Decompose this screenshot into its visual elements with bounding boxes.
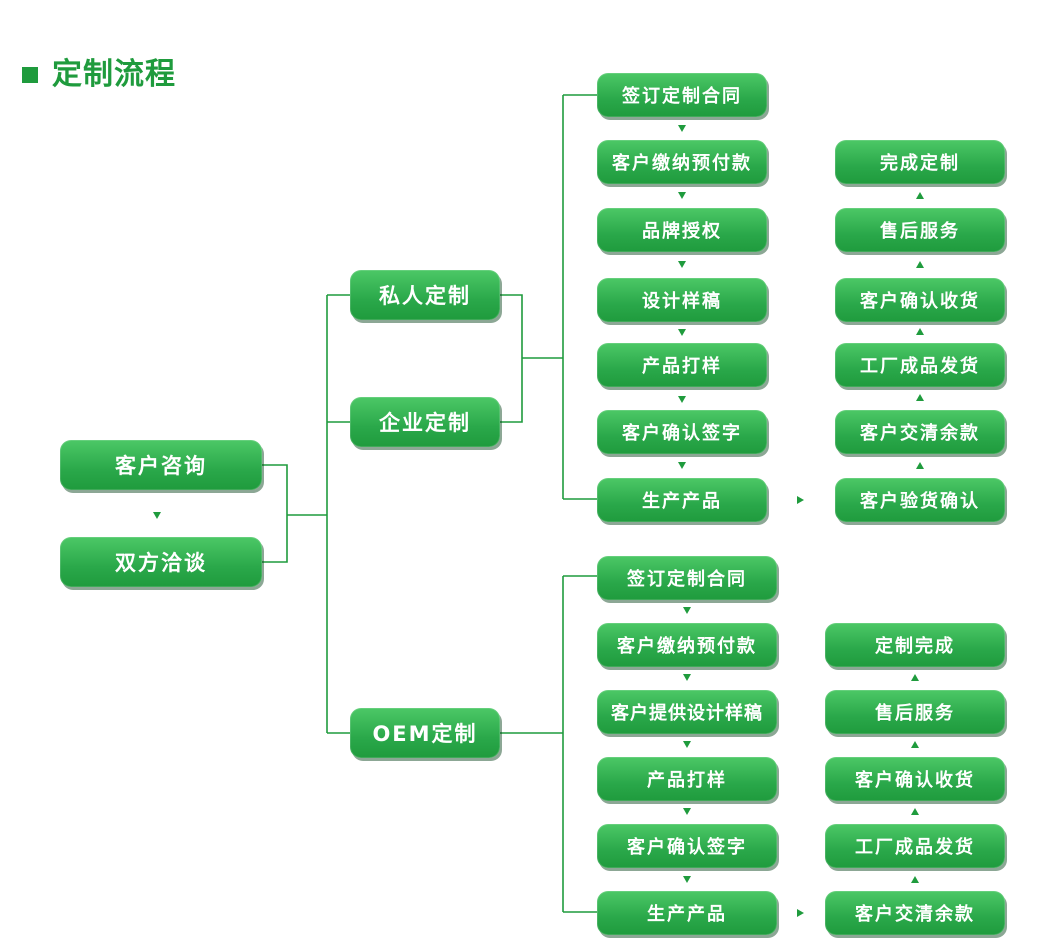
arrow-down-icon (678, 192, 686, 199)
arrow-down-icon (683, 674, 691, 681)
node-negotiation: 双方洽谈 (60, 537, 262, 587)
node-private-custom: 私人定制 (350, 270, 500, 320)
flow-b-step: 签订定制合同 (597, 556, 777, 600)
arrow-down-icon (683, 808, 691, 815)
node-oem-custom: OEM定制 (350, 708, 500, 758)
arrow-up-icon (911, 674, 919, 681)
flow-a-step: 产品打样 (597, 343, 767, 387)
arrow-down-icon (683, 741, 691, 748)
arrow-up-icon (916, 328, 924, 335)
flow-a-after-step: 客户验货确认 (835, 478, 1005, 522)
arrow-up-icon (916, 394, 924, 401)
arrow-right-icon (797, 496, 804, 504)
arrow-down-icon (678, 396, 686, 403)
arrow-up-icon (916, 261, 924, 268)
flow-a-step: 客户确认签字 (597, 410, 767, 454)
arrow-up-icon (911, 808, 919, 815)
page-title: 定制流程 (52, 57, 176, 92)
title-square-icon (22, 67, 38, 83)
arrow-down-icon (678, 261, 686, 268)
flow-b-after-step: 客户确认收货 (825, 757, 1005, 801)
arrow-down-icon (678, 125, 686, 132)
flow-b-after-step: 客户交清余款 (825, 891, 1005, 935)
arrow-down-icon (678, 329, 686, 336)
arrow-down-icon (683, 607, 691, 614)
flow-a-after-step: 完成定制 (835, 140, 1005, 184)
arrow-up-icon (911, 741, 919, 748)
node-customer-consult: 客户咨询 (60, 440, 262, 490)
flow-a-step: 客户缴纳预付款 (597, 140, 767, 184)
flow-b-step: 生产产品 (597, 891, 777, 935)
flow-a-step: 设计样稿 (597, 278, 767, 322)
flow-b-step: 产品打样 (597, 757, 777, 801)
flow-a-after-step: 客户交清余款 (835, 410, 1005, 454)
arrow-up-icon (916, 462, 924, 469)
arrow-up-icon (911, 876, 919, 883)
arrow-right-icon (797, 909, 804, 917)
flow-b-after-step: 工厂成品发货 (825, 824, 1005, 868)
arrow-down-icon (678, 462, 686, 469)
arrow-up-icon (916, 192, 924, 199)
flow-a-step: 签订定制合同 (597, 73, 767, 117)
arrow-down-icon (153, 512, 161, 519)
flow-b-step: 客户确认签字 (597, 824, 777, 868)
flow-a-after-step: 客户确认收货 (835, 278, 1005, 322)
flow-a-after-step: 工厂成品发货 (835, 343, 1005, 387)
node-enterprise-custom: 企业定制 (350, 397, 500, 447)
flow-a-after-step: 售后服务 (835, 208, 1005, 252)
flow-a-step: 生产产品 (597, 478, 767, 522)
arrow-down-icon (683, 876, 691, 883)
flow-b-step: 客户缴纳预付款 (597, 623, 777, 667)
flow-a-step: 品牌授权 (597, 208, 767, 252)
flow-b-after-step: 定制完成 (825, 623, 1005, 667)
flow-b-step: 客户提供设计样稿 (597, 690, 777, 734)
flow-b-after-step: 售后服务 (825, 690, 1005, 734)
